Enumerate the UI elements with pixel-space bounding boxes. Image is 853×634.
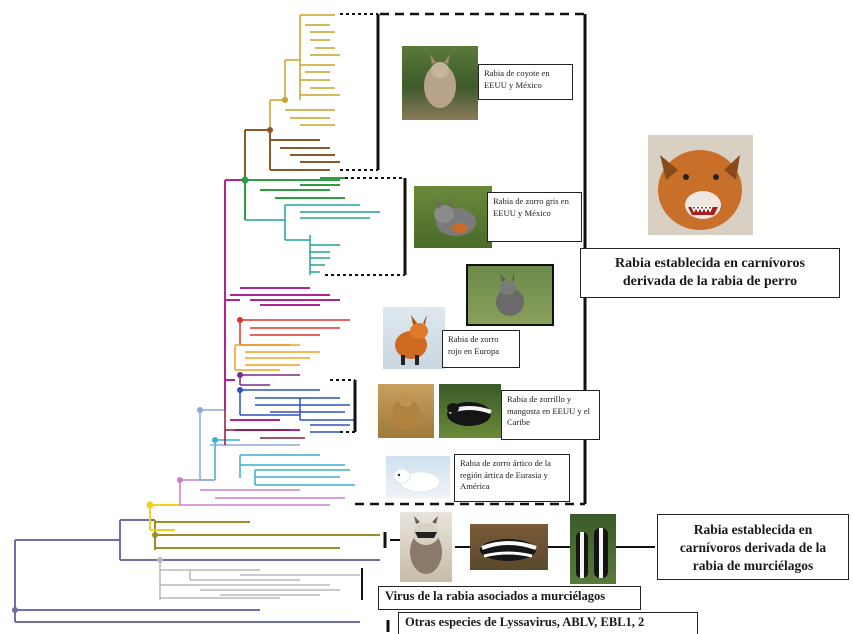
dark-red-branches [224,410,305,445]
dog-derived-label: Rabia establecida en carnívoros derivada… [580,248,840,298]
coyote-yellow-branches [269,14,340,130]
coyote-label: Rabia de coyote en EEUU y México [478,64,573,100]
red-fox-label: Rabia de zorro rojo en Europa [442,330,520,368]
coyote-brown-branches [244,129,340,180]
gray-fox-sitting-photo [466,264,554,326]
bat-carnivore-branches [154,520,380,550]
tree-nodes [12,97,288,613]
other-lyssavirus-label: Otras especies de Lyssavirus, ABLV, EBL1… [398,612,698,634]
red-fox-branches [239,319,350,346]
bat-virus-branches [159,560,360,600]
coyote-photo [402,46,478,120]
yellow-branches [149,504,180,531]
arctic-cyan-branches [214,439,355,486]
root-branches [14,519,380,623]
raccoon-photo [400,512,452,582]
gray-fox-label: Rabia de zorro gris en EEUU y México [487,192,582,242]
snarling-dog-photo [648,135,753,235]
light-blue-branches [199,409,300,481]
mongoose-photo [378,384,434,438]
skunk-mongoose-label: Rabia de zorrillo y mangosta en EEUU y e… [501,390,600,440]
red-fox-photo [383,307,445,369]
skunk-photo [439,384,501,438]
gray-fox-green-branches [244,177,345,220]
gray-fox-teal-branches [245,204,380,275]
arctic-fox-photo [386,456,450,498]
bat-viruses-label: Virus de la rabia asociados a murciélago… [378,586,641,610]
skunk-family-photo [570,514,616,584]
mongoose-blue-branches [239,389,355,433]
arctic-fox-label: Rabia de zorro ártico de la región ártic… [454,454,570,502]
gray-fox-photo [414,186,492,248]
bat-derived-label: Rabia establecida en carnívoros derivada… [657,514,849,580]
arctic-branches [179,479,345,506]
orange-branches [234,344,320,371]
striped-skunk-photo [470,524,548,570]
purple-branches [239,374,300,386]
